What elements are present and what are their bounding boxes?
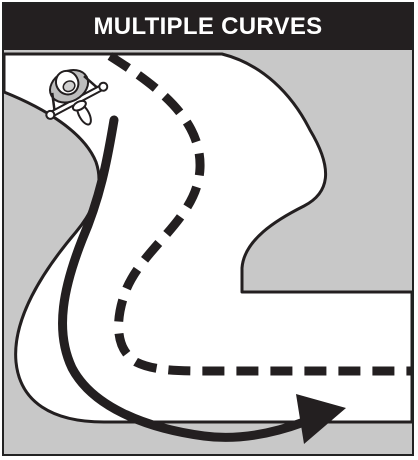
title-bar: MULTIPLE CURVES	[4, 4, 412, 50]
diagram-frame: MULTIPLE CURVES	[2, 2, 414, 456]
diagram-title: MULTIPLE CURVES	[94, 13, 323, 41]
road-scene	[4, 50, 412, 454]
